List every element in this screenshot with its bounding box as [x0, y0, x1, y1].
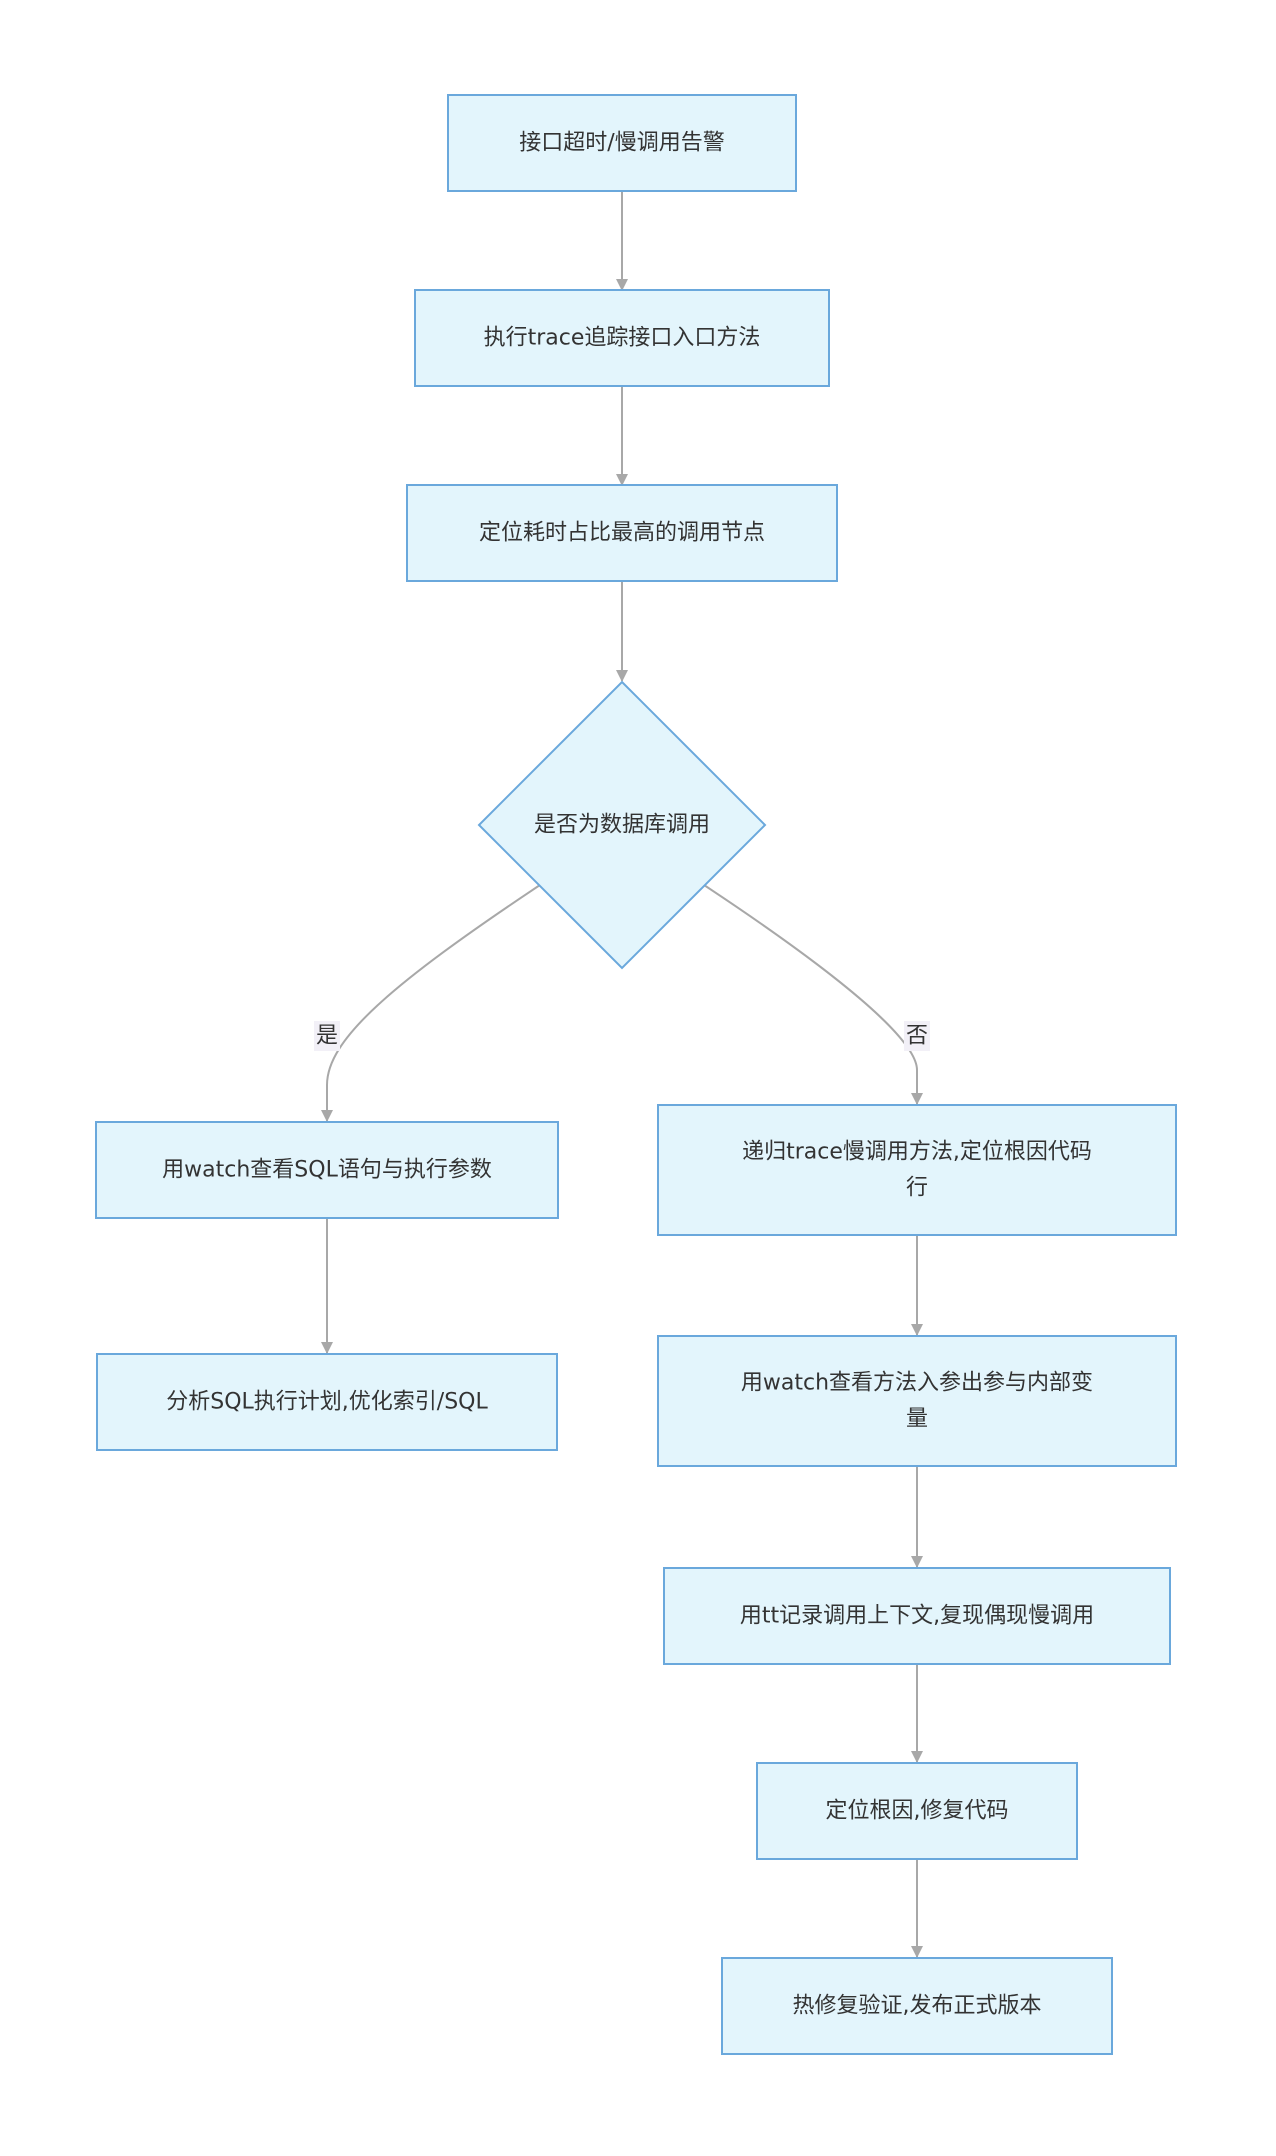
node-label: 用watch查看SQL语句与执行参数	[162, 1158, 492, 1183]
node-label: 用tt记录调用上下文,复现偶现慢调用	[740, 1604, 1094, 1629]
node-label: 定位根因,修复代码	[826, 1799, 1009, 1824]
node-trace: 执行trace追踪接口入口方法	[414, 289, 830, 387]
node-label: 分析SQL执行计划,优化索引/SQL	[166, 1390, 488, 1415]
edge-label-text: 是	[316, 1024, 338, 1049]
edge-label-is-db-to-recursive-trace: 否	[904, 1021, 930, 1051]
edge-label-background	[904, 1021, 930, 1051]
edge-label-text: 否	[906, 1024, 928, 1049]
node-label: 用watch查看方法入参出参与内部变	[741, 1371, 1093, 1396]
edge-is-db-to-watch-sql	[321, 884, 541, 1122]
node-label: 定位耗时占比最高的调用节点	[479, 521, 765, 546]
node-alert: 接口超时/慢调用告警	[447, 94, 797, 192]
node-tt-record: 用tt记录调用上下文,复现偶现慢调用	[663, 1567, 1171, 1665]
process-box	[721, 1957, 1113, 2055]
edge-label-background	[314, 1021, 340, 1051]
node-watch-sql: 用watch查看SQL语句与执行参数	[95, 1121, 559, 1219]
process-box	[663, 1567, 1171, 1665]
node-is-db: 是否为数据库调用	[477, 680, 767, 970]
process-box	[96, 1353, 558, 1451]
process-box	[95, 1121, 559, 1219]
node-label: 接口超时/慢调用告警	[519, 131, 724, 156]
node-label: 是否为数据库调用	[534, 813, 710, 838]
nodes-layer: 接口超时/慢调用告警执行trace追踪接口入口方法定位耗时占比最高的调用节点是否…	[95, 94, 1177, 2055]
process-box	[447, 94, 797, 192]
process-box	[657, 1104, 1177, 1236]
edge-label-is-db-to-watch-sql: 是	[314, 1021, 340, 1051]
node-label: 量	[906, 1407, 928, 1432]
edge-labels-layer: 是否	[314, 1021, 930, 1051]
node-label: 递归trace慢调用方法,定位根因代码	[742, 1140, 1092, 1165]
process-box	[414, 289, 830, 387]
node-locate: 定位耗时占比最高的调用节点	[406, 484, 838, 582]
node-label: 执行trace追踪接口入口方法	[484, 326, 761, 351]
node-release: 热修复验证,发布正式版本	[721, 1957, 1113, 2055]
edges-layer	[321, 192, 923, 1958]
process-box	[657, 1335, 1177, 1467]
edge-is-db-to-recursive-trace	[703, 884, 923, 1105]
process-box	[406, 484, 838, 582]
decision-diamond	[477, 680, 767, 970]
node-analyze-sql: 分析SQL执行计划,优化索引/SQL	[96, 1353, 558, 1451]
node-fix: 定位根因,修复代码	[756, 1762, 1078, 1860]
process-box	[756, 1762, 1078, 1860]
node-label: 热修复验证,发布正式版本	[793, 1994, 1042, 2019]
node-label: 行	[906, 1176, 928, 1201]
